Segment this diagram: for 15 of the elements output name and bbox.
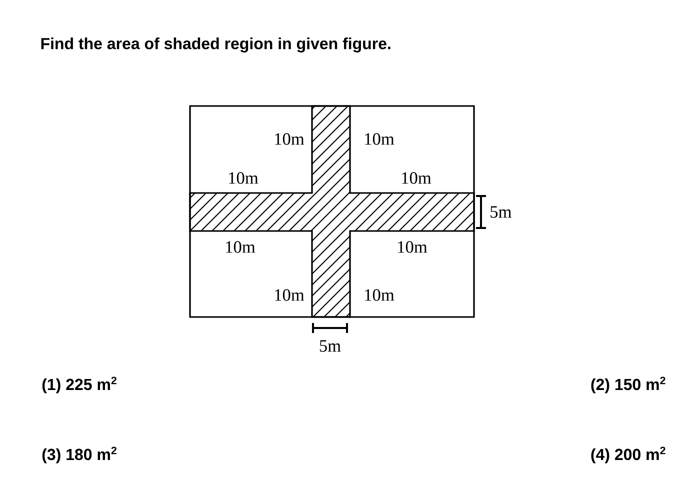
dimension-label: 10m [229,172,258,184]
question-title: Find the area of shaded region in given figure. [41,38,390,52]
dimension-label: 10m [365,289,394,301]
dimension-label: 10m [402,172,432,184]
answer-option: (1) 225 m$^{2}$ [42,376,116,394]
answer-option: (3) 180 m$^{2}$ [42,446,116,464]
dimension-label: 10m [275,289,304,301]
dimension-label: 10m [398,241,428,253]
dimension-label: 10m [226,241,256,253]
dimension-label: 5m [320,340,341,352]
dimension-label: 10m [275,133,304,145]
dimension-label: 5m [490,206,512,218]
dimension-label: 10m [365,133,394,145]
answer-option: (4) 200 m$^{2}$ [591,446,666,464]
answer-option: (2) 150 m$^{2}$ [591,376,666,394]
